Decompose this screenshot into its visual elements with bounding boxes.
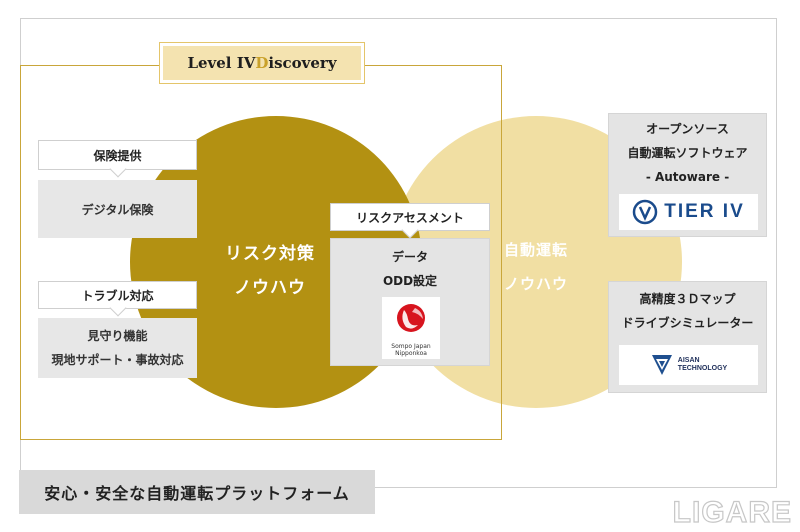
autoware-text: - Autoware - [645, 170, 730, 184]
monitoring-text: 見守り機能 [87, 329, 148, 343]
sompo-logo-line1: Sompo Japan [391, 343, 431, 350]
insurance-tag: 保険提供 [38, 140, 197, 178]
aisan-technology-logo: AISAN TECHNOLOGY [619, 345, 758, 385]
tier-iv-logo-text: TIER IV [664, 201, 745, 222]
hd-map-text: 高精度３Ｄマップ [639, 292, 736, 306]
aisan-logo-text: AISAN TECHNOLOGY [678, 357, 727, 373]
right-circle-label-line2: ノウハウ [503, 275, 568, 293]
sompo-japan-logo: Sompo Japan Nipponkoa [382, 297, 440, 359]
tier-iv-logo-mark [632, 199, 658, 225]
hd-map-panel: 高精度３Ｄマップ ドライブシミュレーター AISAN TECHNOLOGY [608, 281, 767, 393]
right-circle-label: 自動運転 ノウハウ [486, 233, 586, 301]
right-circle-label-line1: 自動運転 [503, 241, 568, 259]
digital-insurance-text: デジタル保険 [81, 202, 154, 217]
monitoring-box: 見守り機能 現地サポート・事故対応 [38, 318, 197, 378]
risk-assessment-box: データ ODD設定 Sompo Japan Nipponkoa [330, 238, 490, 366]
odd-setting-text: ODD設定 [382, 274, 438, 288]
ligare-watermark: LIGARE [672, 495, 792, 529]
open-source-text: オープンソース [646, 122, 729, 136]
title-accent-letter: D [255, 54, 269, 72]
insurance-tag-label: 保険提供 [93, 148, 142, 163]
autonomous-software-text: 自動運転ソフトウェア [627, 146, 748, 160]
sompo-logo-line2: Nipponkoa [395, 350, 427, 357]
trouble-response-tag-label: トラブル対応 [81, 288, 154, 303]
drive-simulator-text: ドライブシミュレーター [621, 316, 754, 330]
risk-assessment-tag-label: リスクアセスメント [356, 210, 464, 225]
left-circle-label-line1: リスク対策 [225, 244, 315, 264]
trouble-response-tag: トラブル対応 [38, 281, 197, 317]
risk-assessment-tag: リスクアセスメント [330, 203, 490, 239]
platform-footer-text: 安心・安全な自動運転プラットフォーム [44, 484, 350, 503]
left-circle-label-line2: ノウハウ [234, 278, 306, 298]
title-prefix: Level IV [187, 54, 256, 72]
sompo-logo-text: Sompo Japan Nipponkoa [382, 343, 440, 357]
aisan-logo-mark [651, 355, 672, 375]
data-text: データ [391, 250, 428, 264]
onsite-support-text: 現地サポート・事故対応 [51, 353, 184, 367]
autoware-panel: オープンソース 自動運転ソフトウェア - Autoware - TIER IV [608, 113, 767, 237]
tier-iv-logo: TIER IV [619, 194, 758, 230]
aisan-logo-line1: AISAN [677, 357, 700, 364]
platform-footer: 安心・安全な自動運転プラットフォーム [19, 470, 375, 514]
title-suffix: iscovery [268, 54, 337, 72]
sompo-logo-mark [397, 304, 425, 332]
left-circle-label: リスク対策 ノウハウ [215, 237, 325, 305]
aisan-logo-line2: TECHNOLOGY [677, 365, 728, 372]
digital-insurance-box: デジタル保険 [38, 180, 197, 238]
